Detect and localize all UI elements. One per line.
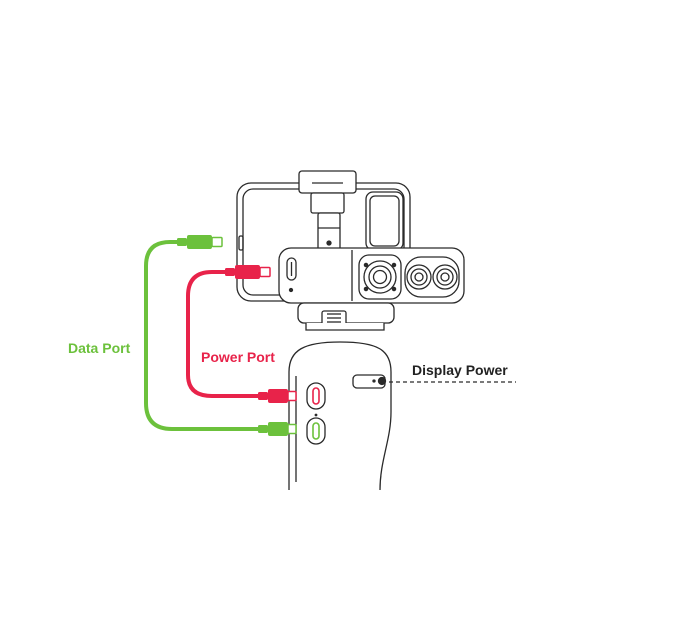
power-cable-wire bbox=[186, 270, 264, 398]
data-cable-wire bbox=[144, 240, 264, 431]
power-port-label: Power Port bbox=[201, 349, 275, 365]
phone-clamp bbox=[298, 170, 357, 254]
display-power-label: Display Power bbox=[412, 362, 508, 378]
power-cable bbox=[186, 265, 297, 403]
camera-lens-left bbox=[358, 254, 402, 300]
camera-lens-right bbox=[404, 256, 460, 298]
data-port-label: Data Port bbox=[68, 340, 131, 356]
gimbal-neck bbox=[297, 302, 395, 331]
data-cable bbox=[144, 235, 297, 436]
gimbal-handle bbox=[288, 341, 392, 491]
port-buttons bbox=[306, 382, 326, 445]
